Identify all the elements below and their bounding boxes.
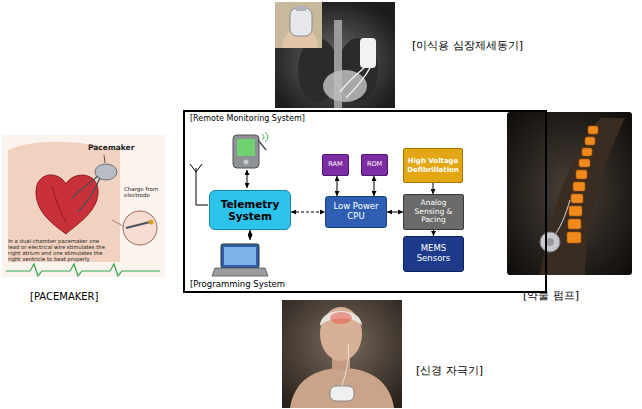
pacemaker-illustration	[2, 135, 165, 277]
box-text: Analog Sensing & Pacing	[406, 199, 461, 225]
neurostimulator-photo	[282, 300, 402, 408]
device-caption: [PACEMAKER]	[30, 291, 130, 303]
connector-arrow	[387, 212, 403, 213]
device-caption: [이식용 심장제세동기]	[412, 40, 552, 53]
device-caption: [신경 자극기]	[416, 365, 516, 378]
connector-arrow	[337, 176, 338, 196]
box-text: High Voltage Defibrillation	[406, 157, 460, 173]
box-text: Low Power CPU	[328, 202, 384, 222]
defibrillation-box: High Voltage Defibrillation	[403, 148, 463, 183]
analog-box: Analog Sensing & Pacing	[403, 194, 464, 230]
box-text: RAM	[325, 161, 346, 168]
memory-box: ROM	[361, 154, 388, 176]
connector-arrow	[374, 176, 375, 196]
frame-heading: [Remote Monitoring System]	[190, 114, 540, 123]
box-text: [Programming System	[190, 280, 285, 290]
antenna-symbol	[190, 164, 208, 205]
system-frame: [Remote Monitoring System] Telemetry Syst…	[183, 110, 547, 293]
box-text: ROM	[364, 161, 385, 168]
connector-arrow	[291, 212, 325, 213]
telemetry-box: Telemetry System	[209, 190, 291, 230]
connector-arrow	[250, 230, 251, 240]
part-label: Pacemaker	[88, 144, 138, 153]
pda-link	[247, 170, 248, 188]
xray-photo	[275, 2, 395, 108]
illustration-note: In a dual-chamber pacemaker one lead or …	[8, 238, 112, 262]
box-text: MEMS Sensors	[406, 244, 461, 264]
part-label: Charge from electrode	[124, 186, 162, 199]
memory-box: RAM	[322, 154, 349, 176]
programming-node: [Programming System	[188, 240, 308, 291]
drug-pump-photo	[507, 112, 632, 275]
connector-arrow	[433, 183, 434, 194]
frame-ground	[183, 110, 547, 293]
remote-monitor-pda	[233, 132, 268, 168]
sensor-box: MEMS Sensors	[403, 236, 464, 272]
cpu-box: Low Power CPU	[325, 196, 387, 228]
programmer-laptop	[212, 244, 268, 276]
device-caption: [약물 펌프]	[523, 290, 613, 303]
box-text: Telemetry System	[212, 198, 288, 222]
